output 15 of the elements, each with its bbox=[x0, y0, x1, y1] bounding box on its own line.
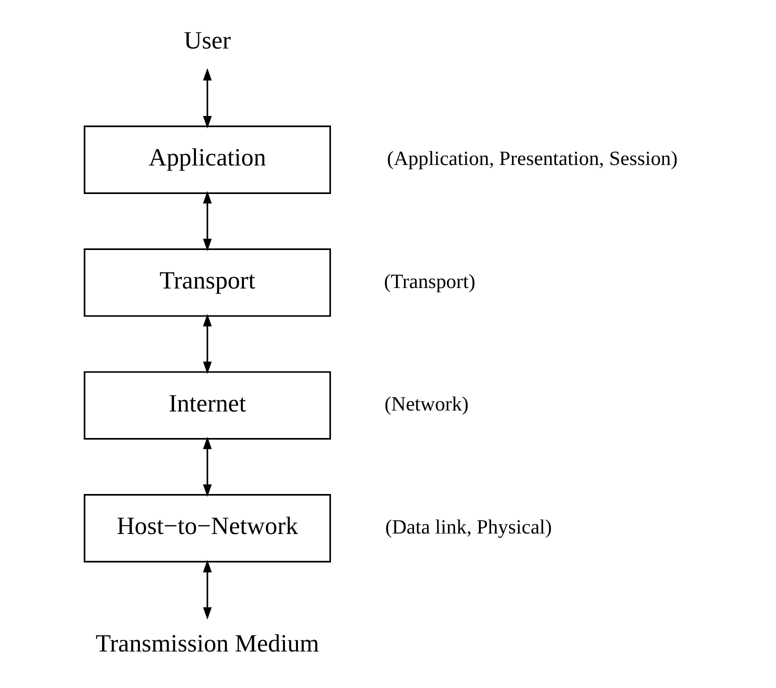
node-label: (Data link, Physical) bbox=[384, 516, 552, 539]
arrow bbox=[202, 314, 212, 374]
node-text: Transmission Medium bbox=[95, 630, 319, 658]
node-text: User bbox=[183, 27, 230, 54]
arrow bbox=[202, 560, 212, 620]
node-box: Application bbox=[83, 126, 330, 194]
node-box: Host−to−Network bbox=[83, 494, 330, 562]
arrow bbox=[202, 436, 212, 497]
node-label: (Transport) bbox=[384, 270, 475, 293]
node-box: Transport bbox=[83, 248, 330, 317]
node-label: (Application, Presentation, Session) bbox=[386, 148, 678, 170]
node-box: Internet bbox=[83, 371, 330, 440]
arrow bbox=[202, 68, 212, 128]
node-label: (Network) bbox=[384, 394, 468, 416]
arrow bbox=[202, 191, 212, 252]
